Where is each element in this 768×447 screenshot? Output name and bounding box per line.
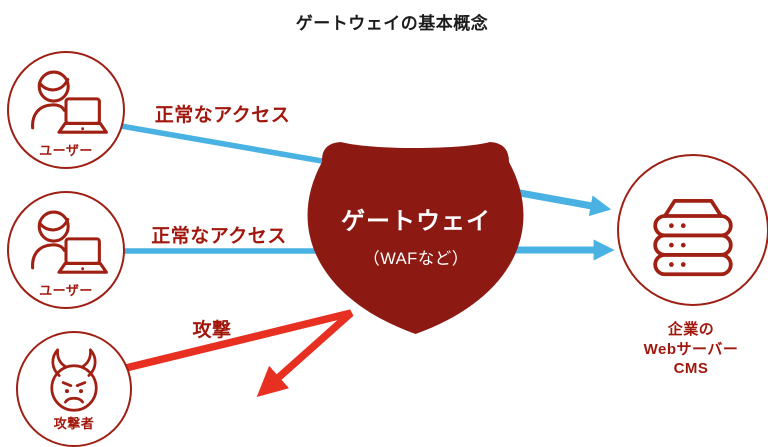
node-user-1: ユーザー <box>7 51 125 169</box>
node-user-2: ユーザー <box>7 191 125 309</box>
edge-label-attack: 攻撃 <box>192 320 232 341</box>
server-caption-line-1: 企業の <box>667 321 715 338</box>
server-caption-line-2: Webサーバー <box>643 340 739 358</box>
page-title: ゲートウェイの基本概念 <box>295 14 489 33</box>
server-caption-line-3: CMS <box>673 360 709 377</box>
user-with-laptop-icon <box>31 70 108 134</box>
user-with-laptop-icon <box>31 210 108 274</box>
node-attacker: 攻撃者 <box>16 331 132 447</box>
node-server <box>617 154 768 306</box>
server-stack-icon <box>653 198 733 277</box>
shield-icon <box>307 142 524 334</box>
node-label-user-2: ユーザー <box>39 283 93 298</box>
edge-label-normal-access-2: 正常なアクセス <box>151 226 287 247</box>
node-label-attacker: 攻撃者 <box>53 416 95 431</box>
edge-label-normal-access-1: 正常なアクセス <box>154 105 291 126</box>
node-label-user-1: ユーザー <box>39 143 93 158</box>
attack-deflected-arrow <box>121 309 354 397</box>
shield-title: ゲートウェイ <box>341 208 491 235</box>
normal-access-line-1 <box>120 123 346 168</box>
shield-subtitle: （WAFなど） <box>363 250 469 268</box>
devil-face-icon <box>50 348 98 412</box>
server-caption: 企業の Webサーバー CMS <box>608 320 768 379</box>
